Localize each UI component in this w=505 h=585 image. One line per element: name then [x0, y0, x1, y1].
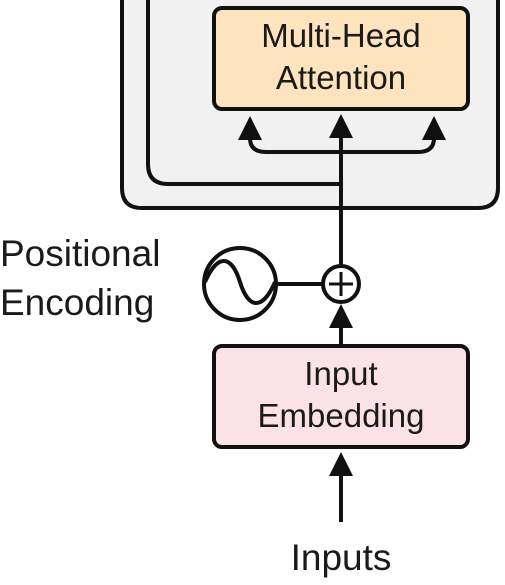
attention-branch-left-arrow	[238, 116, 341, 154]
attention-label-line2: Attention	[275, 59, 407, 96]
embedding-label-line1: Input	[304, 355, 378, 392]
input-embedding-block	[212, 344, 470, 449]
embedding-label-line2: Embedding	[257, 397, 425, 434]
sine-wave-icon	[203, 259, 277, 305]
inputs-label: Inputs	[290, 537, 392, 578]
positional-encoding-label-line1: Positional	[0, 233, 161, 274]
multi-head-attention-block	[212, 6, 470, 111]
positional-encoding-label-line2: Encoding	[0, 282, 155, 323]
residual-connection-line	[146, 0, 340, 186]
attention-label-line1: Multi-Head	[261, 17, 421, 54]
attention-branch-right-arrow	[341, 116, 446, 154]
